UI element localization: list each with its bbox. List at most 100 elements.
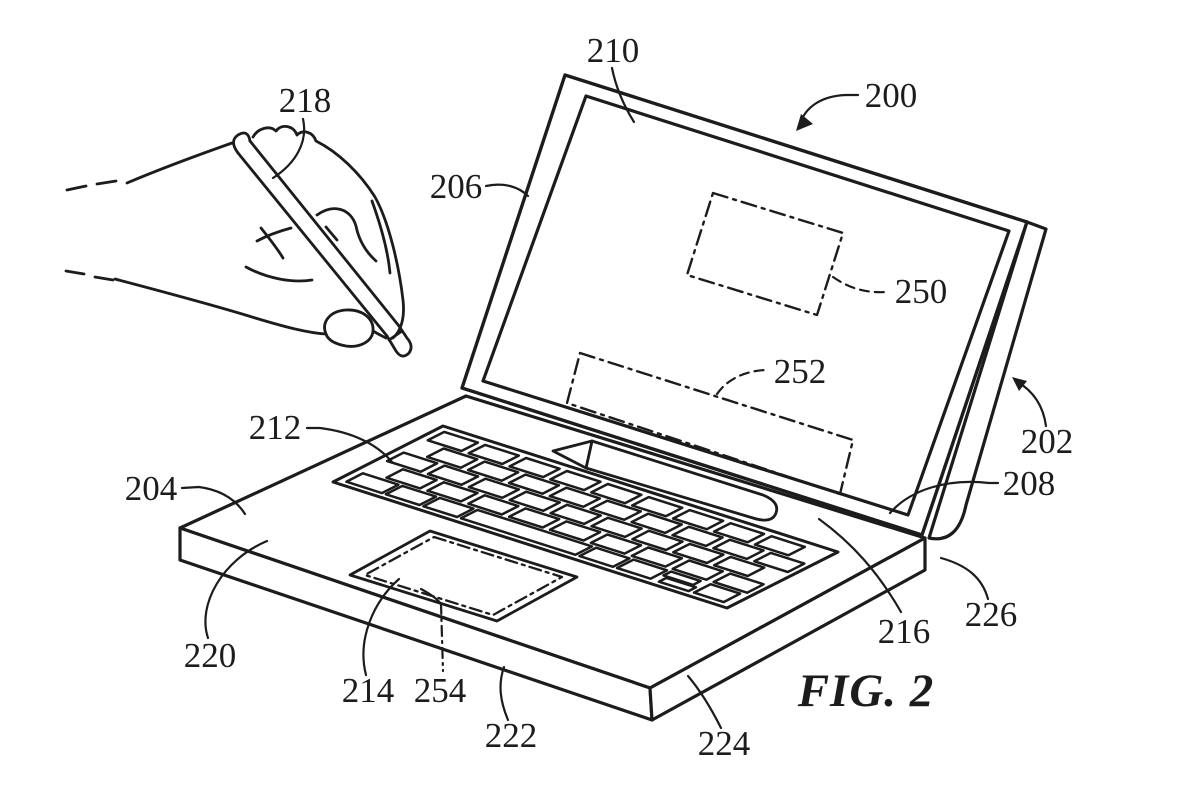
leader-218 bbox=[271, 117, 306, 180]
stylus-body bbox=[236, 139, 401, 338]
stylus-cap bbox=[232, 131, 252, 155]
index-finger-inner-line bbox=[370, 199, 392, 275]
keyboard-key bbox=[630, 512, 683, 535]
display-dashed-region-252 bbox=[565, 351, 855, 496]
keyboard-key bbox=[712, 538, 765, 561]
keyboard-key bbox=[753, 551, 806, 574]
leader-204 bbox=[180, 485, 247, 516]
figure-caption: FIG. 2 bbox=[797, 665, 935, 717]
reference-labels: 210 200 218 206 250 252 212 204 202 208 … bbox=[125, 31, 1074, 763]
trackpad-region-hook bbox=[419, 587, 443, 606]
ref-label-254: 254 bbox=[414, 671, 467, 710]
keyboard-key bbox=[590, 482, 643, 505]
ref-label-220: 220 bbox=[184, 636, 237, 675]
ref-label-206: 206 bbox=[430, 167, 483, 206]
leader-216 bbox=[817, 517, 903, 614]
stylus-slot-body bbox=[584, 439, 779, 522]
keyboard-key bbox=[578, 546, 631, 569]
hand-bottom-contour bbox=[113, 277, 328, 336]
ref-label-252: 252 bbox=[774, 352, 827, 391]
keyboard-key bbox=[385, 451, 439, 473]
thumb-right-segment bbox=[315, 207, 378, 263]
wrist-dash-bottom bbox=[64, 269, 115, 282]
ref-label-214: 214 bbox=[342, 671, 395, 710]
keyboard-key bbox=[508, 490, 562, 513]
ref-label-216: 216 bbox=[878, 612, 931, 651]
keyboard-key bbox=[507, 473, 561, 495]
keyboard-key bbox=[712, 521, 766, 544]
ref-label-224: 224 bbox=[698, 724, 751, 763]
keyboard-key bbox=[590, 516, 643, 539]
keyboard-key bbox=[671, 508, 725, 531]
leader-250 bbox=[831, 275, 890, 294]
thumb-crease bbox=[324, 225, 339, 242]
keyboard-key bbox=[467, 443, 521, 466]
keyboard-key bbox=[712, 555, 766, 578]
keyboard-key bbox=[589, 499, 643, 522]
leader-210 bbox=[610, 66, 636, 124]
palm-crease bbox=[259, 226, 285, 260]
leader-252 bbox=[715, 368, 770, 396]
arrowhead-200 bbox=[796, 114, 813, 131]
leader-224 bbox=[686, 674, 723, 730]
keyboard-key bbox=[384, 484, 438, 507]
keyboard-key bbox=[385, 468, 438, 490]
lid-side-edge bbox=[927, 220, 1048, 541]
leader-200 bbox=[798, 93, 860, 126]
keyboard-key bbox=[753, 534, 807, 557]
ref-label-200: 200 bbox=[865, 76, 918, 115]
middle-finger-line bbox=[244, 265, 314, 283]
leader-212 bbox=[305, 426, 394, 464]
leader-lines bbox=[180, 66, 1048, 730]
display-bezel bbox=[481, 94, 1011, 517]
keyboard-keys bbox=[345, 430, 807, 604]
keyboard-key bbox=[426, 430, 480, 453]
leader-222 bbox=[499, 665, 510, 722]
keyboard-key bbox=[589, 533, 643, 555]
keyboard-key bbox=[630, 546, 684, 568]
ref-label-250: 250 bbox=[895, 272, 948, 311]
keyboard-key bbox=[631, 529, 684, 552]
keyboard-key bbox=[422, 496, 475, 519]
thumb-left-segment bbox=[255, 226, 293, 243]
ref-label-222: 222 bbox=[485, 716, 538, 755]
keyboard-key bbox=[507, 507, 561, 529]
ref-label-212: 212 bbox=[249, 408, 302, 447]
stylus-nib bbox=[385, 324, 413, 358]
ref-label-204: 204 bbox=[125, 469, 178, 508]
keyboard-key bbox=[459, 508, 594, 557]
keyboard-key bbox=[549, 469, 602, 492]
keyboard-key bbox=[692, 582, 742, 604]
ref-label-226: 226 bbox=[965, 595, 1018, 634]
hand-knuckles-index-finger bbox=[251, 124, 405, 340]
ref-label-202: 202 bbox=[1021, 422, 1074, 461]
keyboard-key bbox=[508, 456, 561, 479]
keyboard-key bbox=[615, 558, 669, 580]
keyboard-key bbox=[672, 542, 725, 565]
leader-206 bbox=[484, 183, 530, 198]
stylus-slot bbox=[551, 439, 779, 522]
display-dashed-region-250 bbox=[685, 191, 845, 317]
thumb-tip-to-stylus bbox=[371, 329, 388, 340]
keyboard-key bbox=[466, 460, 520, 482]
keyboard-key bbox=[426, 464, 480, 487]
keyboard-key bbox=[467, 494, 520, 516]
arrowhead-202 bbox=[1012, 377, 1027, 391]
trackpad-outline bbox=[348, 529, 579, 623]
keyboard-key bbox=[467, 477, 521, 500]
keyboard-key bbox=[657, 576, 698, 593]
keyboard-key bbox=[425, 447, 479, 469]
ref-label-208: 208 bbox=[1003, 464, 1056, 503]
ref-label-210: 210 bbox=[587, 31, 640, 70]
trackpad bbox=[348, 529, 579, 623]
keyboard-key bbox=[712, 572, 765, 594]
keyboard-key bbox=[549, 503, 602, 526]
keyboard-key bbox=[662, 570, 702, 587]
hand bbox=[64, 124, 405, 348]
leader-220 bbox=[204, 539, 269, 640]
keyboard-key bbox=[630, 495, 684, 518]
wrist-dash-top bbox=[65, 179, 118, 192]
leader-226 bbox=[939, 556, 990, 601]
